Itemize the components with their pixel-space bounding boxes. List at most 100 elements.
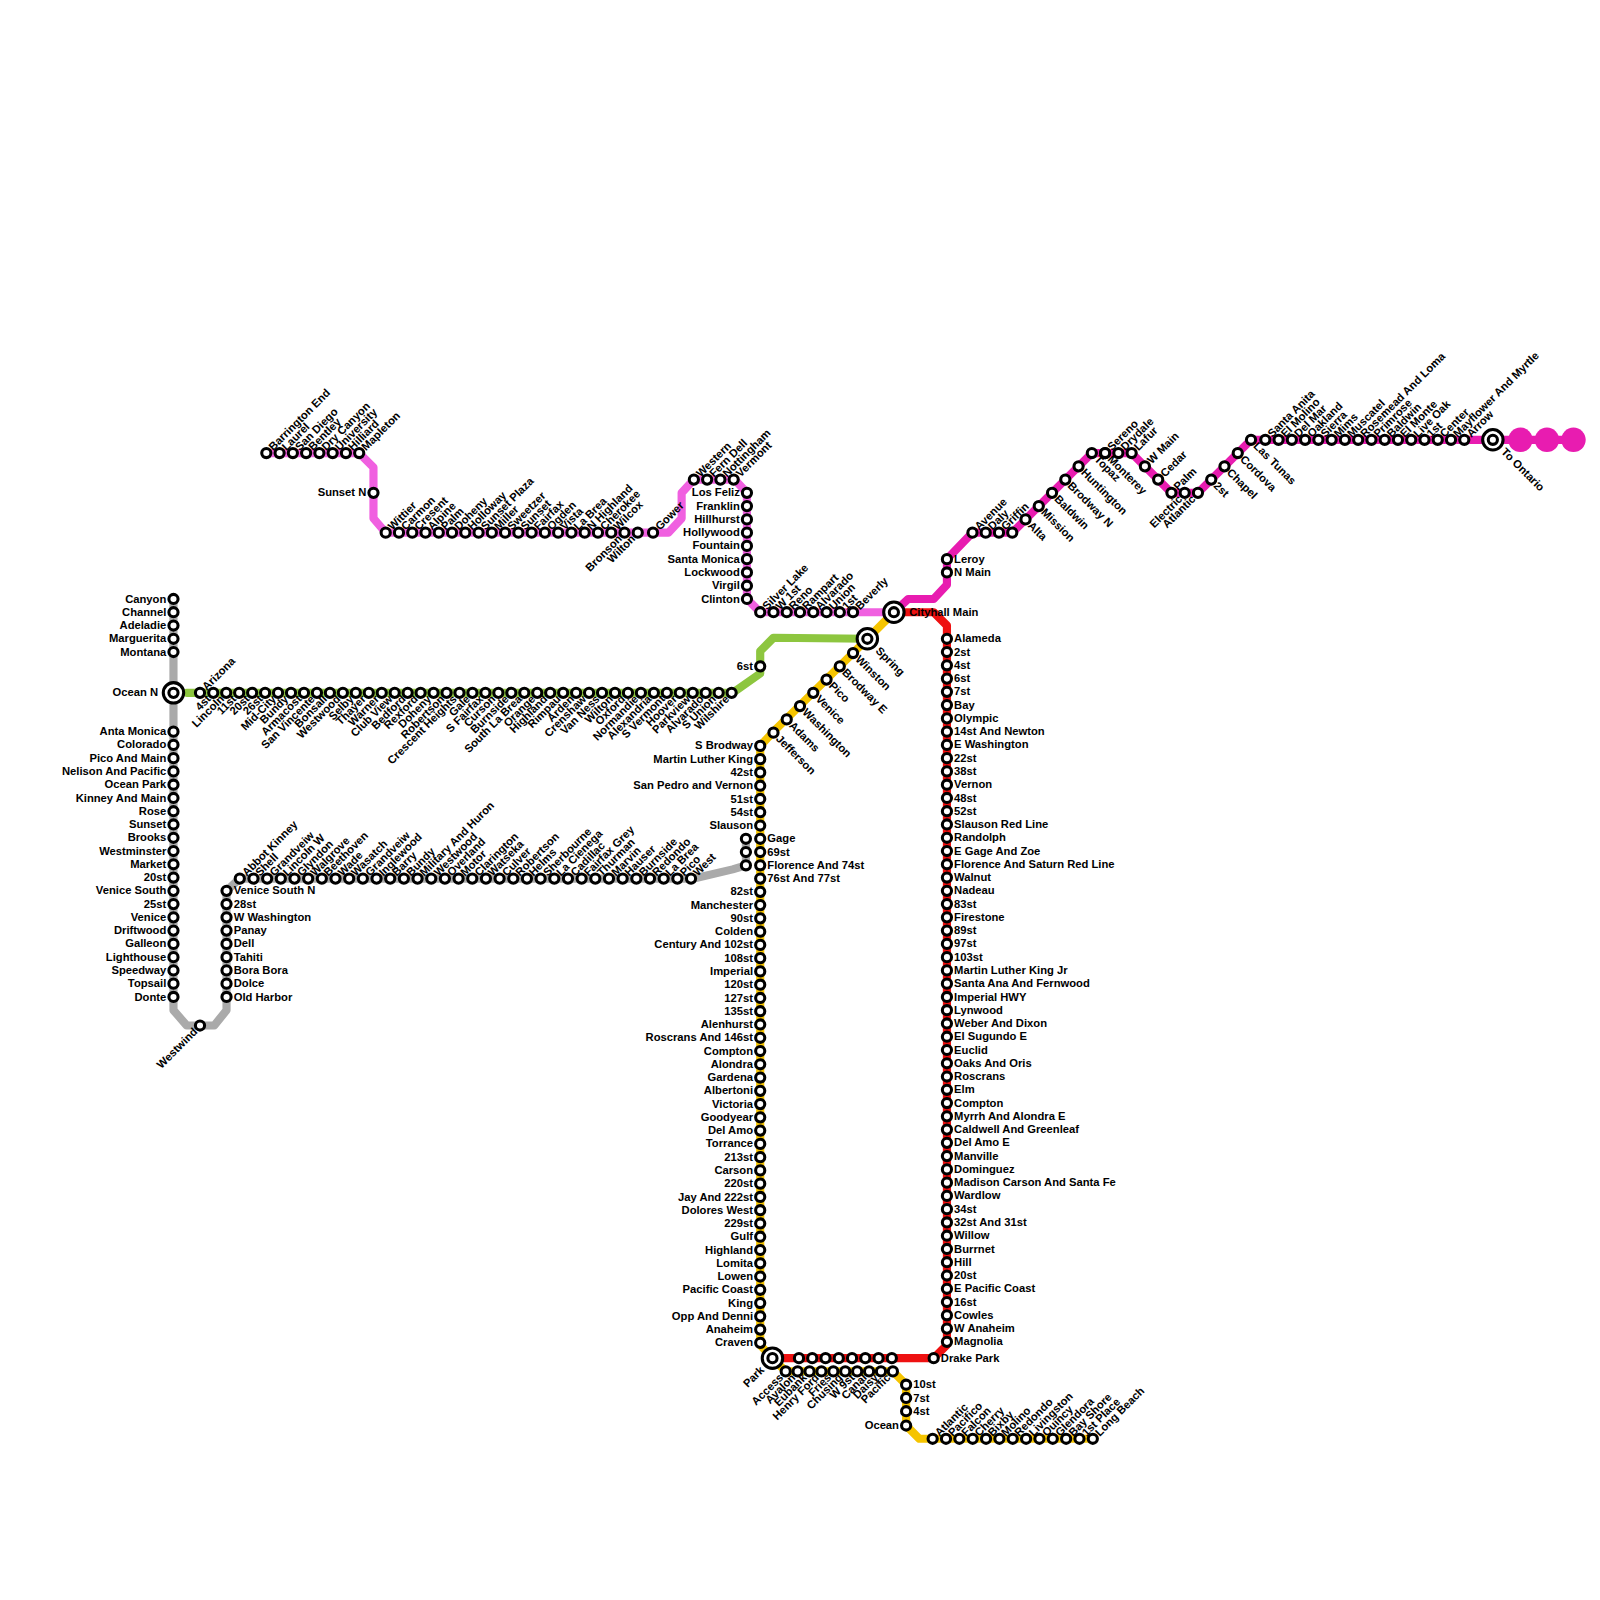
station-dot: [222, 913, 231, 922]
station-dot: [874, 1354, 883, 1363]
station-dot: [942, 1032, 951, 1041]
station-label: Nadeau: [954, 885, 995, 896]
station-label: To Ontario: [1499, 446, 1546, 493]
station-label: Albertoni: [704, 1085, 753, 1096]
station-dot: [942, 939, 951, 948]
station-dot: [756, 1298, 765, 1307]
station-dot: [169, 833, 178, 842]
station-label: El Sugundo E: [954, 1031, 1027, 1042]
station-dot: [902, 1421, 911, 1430]
station-dot: [756, 1099, 765, 1108]
station-label: Highland: [705, 1244, 753, 1255]
station-dot: [756, 1166, 765, 1175]
station-dot: [169, 873, 178, 882]
station-dot: [1488, 435, 1497, 444]
station-dot: [222, 992, 231, 1001]
station-dot: [1047, 488, 1056, 497]
station-dot: [1220, 462, 1229, 471]
continuation-dot: [1561, 428, 1585, 452]
station-dot: [942, 1284, 951, 1293]
station-dot: [756, 1113, 765, 1122]
station-dot: [169, 886, 178, 895]
station-dot: [756, 927, 765, 936]
station-dot: [1034, 502, 1043, 511]
station-dot: [942, 1244, 951, 1253]
station-label: Venice South N: [234, 885, 316, 896]
station-dot: [942, 754, 951, 763]
station-label: 38st: [954, 766, 976, 777]
station-label: Hollywood: [683, 527, 740, 538]
station-label: 127st: [724, 992, 753, 1003]
station-label: Donte: [135, 991, 167, 1002]
station-label: Virgil: [712, 580, 740, 591]
station-dot: [942, 926, 951, 935]
station-label: Westminster: [99, 845, 166, 856]
station-label: E Washington: [954, 739, 1028, 750]
station-label: Hillhurst: [694, 514, 740, 525]
station-dot: [942, 860, 951, 869]
station-label: Los Feliz: [692, 487, 740, 498]
station-label: Craven: [715, 1337, 753, 1348]
station-dot: [169, 992, 178, 1001]
station-label: Marguerita: [109, 633, 166, 644]
station-label: 42st: [731, 767, 753, 778]
station-dot: [727, 688, 736, 697]
station-dot: [633, 528, 642, 537]
station-label: San Pedro and Vernon: [633, 780, 753, 791]
station-dot: [756, 993, 765, 1002]
station-dot: [902, 1393, 911, 1402]
station-label: Weber And Dixon: [954, 1018, 1047, 1029]
station-label: Drake Park: [941, 1353, 1000, 1364]
station-label: 213st: [724, 1152, 753, 1163]
station-label: 20st: [144, 872, 166, 883]
station-dot: [262, 448, 271, 457]
station-label: Pico: [827, 680, 852, 705]
station-label: Oaks And Oris: [954, 1058, 1032, 1069]
station-dot: [1207, 475, 1216, 484]
interchange-ring: [762, 1348, 782, 1368]
station-label: Alenhurst: [701, 1019, 753, 1030]
station-dot: [169, 939, 178, 948]
station-label: Dell: [234, 938, 255, 949]
station-label: Bay: [954, 699, 975, 710]
station-label: E Pacific Coast: [954, 1283, 1035, 1294]
station-label: Lighthouse: [106, 952, 166, 963]
station-dot: [169, 793, 178, 802]
station-label: Torrance: [706, 1138, 753, 1149]
station-dot: [756, 821, 765, 830]
station-label: 135st: [724, 1006, 753, 1017]
station-dot: [381, 528, 390, 537]
station-label: Slauson: [709, 820, 753, 831]
station-label: Mayflower And Myrtle: [1451, 350, 1541, 440]
station-label: 7st: [913, 1392, 929, 1403]
station-dot: [888, 1367, 897, 1376]
station-dot: [942, 1191, 951, 1200]
station-dot: [942, 966, 951, 975]
station-label: W Anaheim: [954, 1323, 1015, 1334]
station-dot: [756, 781, 765, 790]
route-line: [187, 638, 868, 693]
station-label: Franklin: [696, 501, 740, 512]
station-label: Vernon: [954, 779, 992, 790]
station-label: Gage: [767, 833, 795, 844]
route-line: [772, 612, 946, 1358]
station-dot: [756, 755, 765, 764]
station-label: Venice South: [96, 885, 166, 896]
station-dot: [942, 740, 951, 749]
station-dot: [756, 940, 765, 949]
station-label: Sunset N: [318, 487, 367, 498]
station-label: Madison Carson And Santa Fe: [954, 1177, 1116, 1188]
station-dot: [742, 515, 751, 524]
station-dot: [756, 874, 765, 883]
station-dot: [1154, 475, 1163, 484]
continuation-dot: [1535, 428, 1559, 452]
station-label: Kinney And Main: [76, 792, 167, 803]
station-dot: [195, 1021, 204, 1030]
station-label: S Brodway: [695, 740, 753, 751]
station-label: Anaheim: [706, 1324, 753, 1335]
station-label: 14st And Newton: [954, 726, 1045, 737]
station-dot: [1074, 462, 1083, 471]
station-label: E Gage And Zoe: [954, 845, 1040, 856]
station-label: 69st: [767, 846, 789, 857]
